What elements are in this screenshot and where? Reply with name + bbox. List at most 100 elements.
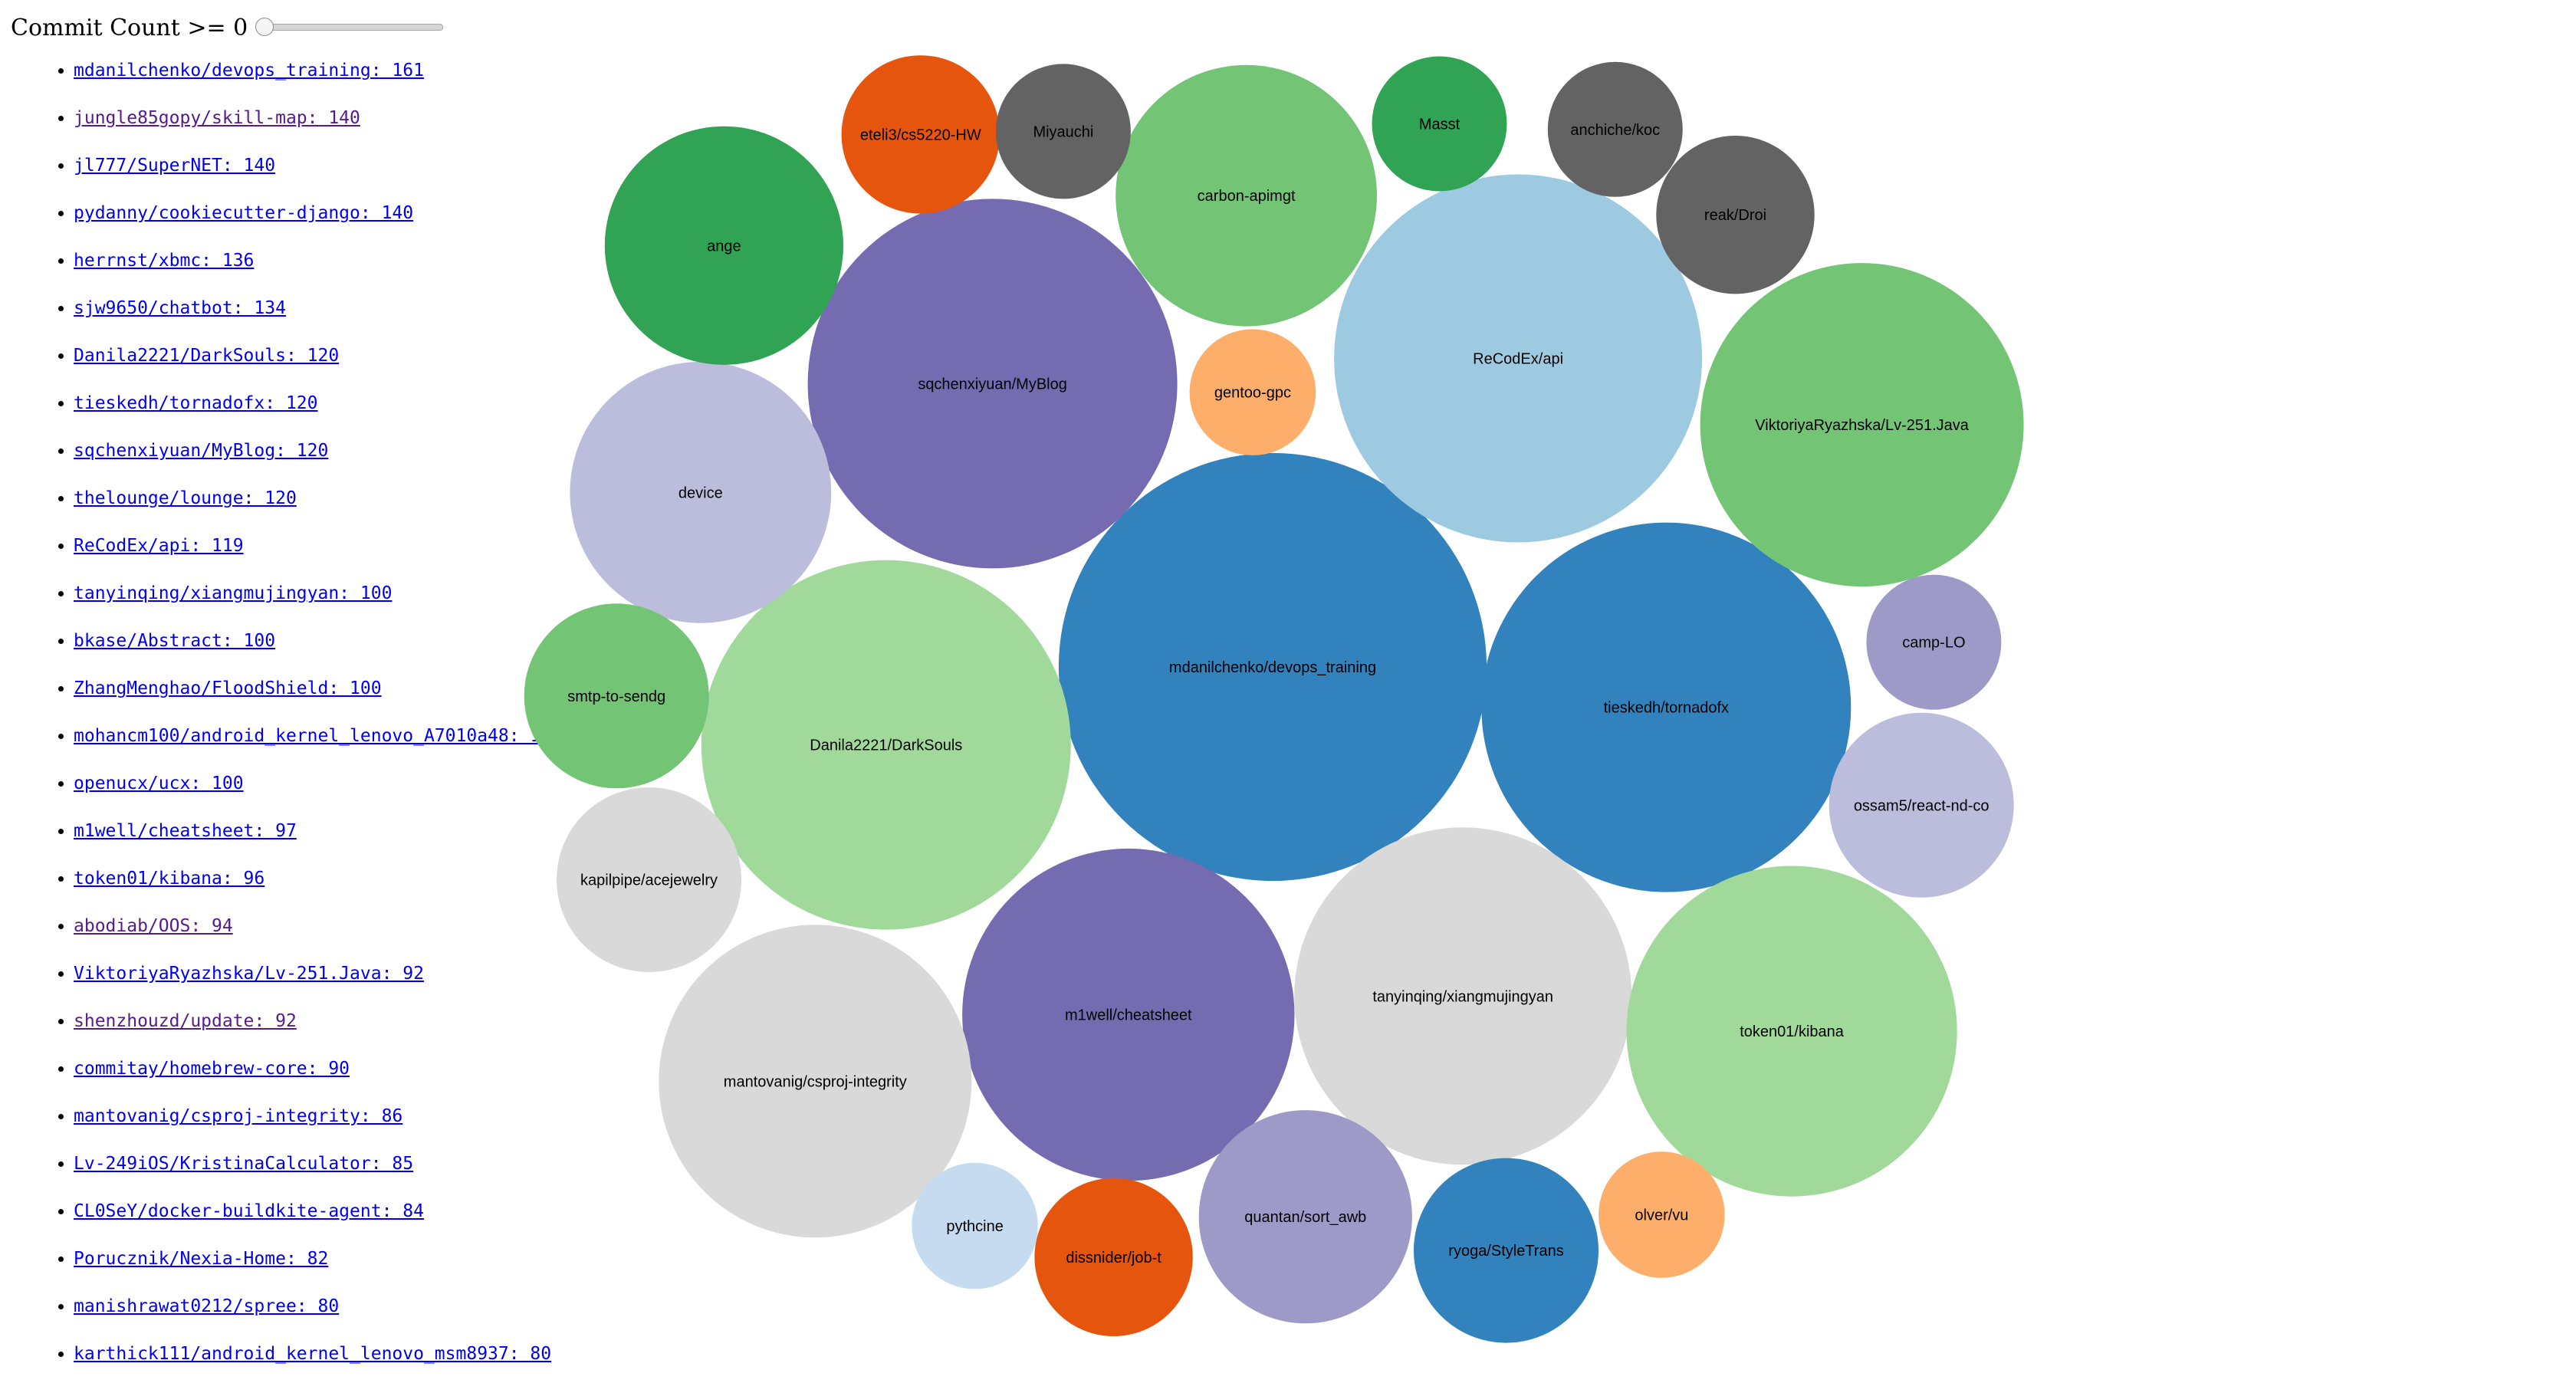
repo-link[interactable]: herrnst/xbmc: 136 <box>74 251 255 271</box>
repo-bubble-circle[interactable] <box>912 1162 1038 1289</box>
repo-bubble[interactable]: dissnider/job-t <box>1034 1178 1193 1337</box>
repo-bubble[interactable]: tanyinqing/xiangmujingyan <box>1294 827 1632 1165</box>
repo-bubble-circle[interactable] <box>1372 56 1507 192</box>
repo-list-item: sqchenxiyuan/MyBlog: 120 <box>74 432 562 480</box>
repo-bubble-circle[interactable] <box>524 603 709 789</box>
repo-link[interactable]: sjw9650/chatbot: 134 <box>74 298 286 318</box>
repo-bubble-circle[interactable] <box>841 55 1000 214</box>
repo-link[interactable]: abodiab/OOS: 94 <box>74 916 233 936</box>
repo-list-item: Porucznik/Nexia-Home: 82 <box>74 1240 562 1288</box>
repo-link[interactable]: ViktoriyaRyazhska/Lv-251.Java: 92 <box>74 964 424 984</box>
repo-bubble[interactable]: tieskedh/tornadofx <box>1481 522 1852 892</box>
repo-bubble-circle[interactable] <box>701 560 1071 930</box>
repo-link[interactable]: jungle85gopy/skill-map: 140 <box>74 108 360 128</box>
repo-bubble-circle[interactable] <box>1334 174 1703 543</box>
repo-bubble-circle[interactable] <box>604 126 843 365</box>
repo-bubble[interactable]: ReCodEx/api <box>1334 174 1703 543</box>
repo-bubble[interactable]: kapilpipe/acejewelry <box>557 787 741 972</box>
repo-bubble-circle[interactable] <box>995 64 1131 199</box>
repo-bubble-circle[interactable] <box>1294 827 1632 1165</box>
repo-bubble[interactable]: token01/kibana <box>1626 866 1957 1197</box>
repo-bubble[interactable]: mdanilchenko/devops_training <box>1058 452 1487 882</box>
repo-bubble-circle[interactable] <box>962 848 1295 1181</box>
repo-bubble-label: ange <box>707 238 741 255</box>
repo-link[interactable]: jl777/SuperNET: 140 <box>74 156 276 176</box>
repo-link[interactable]: mdanilchenko/devops_training: 161 <box>74 61 424 80</box>
repo-bubble-circle[interactable] <box>1547 61 1683 197</box>
repo-bubble[interactable]: olver/vu <box>1598 1151 1725 1278</box>
repo-bubble[interactable]: Danila2221/DarkSouls <box>701 560 1071 930</box>
repo-link[interactable]: bkase/Abstract: 100 <box>74 631 276 651</box>
repo-bubble-label: gentoo-gpc <box>1214 385 1291 402</box>
repo-list-item: commitay/homebrew-core: 90 <box>74 1050 562 1098</box>
repo-bubble-circle[interactable] <box>659 925 972 1238</box>
repo-bubble-label: olver/vu <box>1635 1207 1688 1224</box>
repo-link[interactable]: ZhangMenghao/FloodShield: 100 <box>74 678 382 698</box>
repo-bubble-circle[interactable] <box>570 361 832 623</box>
repo-link[interactable]: Danila2221/DarkSouls: 120 <box>74 346 340 366</box>
repo-bubble-circle[interactable] <box>557 787 741 972</box>
repo-list-item: karthick111/android_kernel_lenovo_msm893… <box>74 1335 562 1383</box>
repo-link[interactable]: mohancm100/android_kernel_lenovo_A7010a4… <box>74 726 562 746</box>
repo-link[interactable]: commitay/homebrew-core: 90 <box>74 1059 350 1079</box>
repo-link[interactable]: thelounge/lounge: 120 <box>74 488 297 508</box>
repo-bubble[interactable]: eteli3/cs5220-HW <box>841 55 1000 214</box>
repo-bubble[interactable]: smtp-to-sendg <box>524 603 709 789</box>
repo-link[interactable]: tieskedh/tornadofx: 120 <box>74 393 318 413</box>
repo-link[interactable]: CL0SeY/docker-buildkite-agent: 84 <box>74 1201 424 1221</box>
repo-link[interactable]: manishrawat0212/spree: 80 <box>74 1296 340 1316</box>
repo-bubble-circle[interactable] <box>1829 712 2014 898</box>
repo-bubble-circle[interactable] <box>1656 136 1815 294</box>
repo-link[interactable]: karthick111/android_kernel_lenovo_msm893… <box>74 1344 552 1364</box>
repo-bubble[interactable]: mantovanig/csproj-integrity <box>659 925 972 1238</box>
repo-link[interactable]: mantovanig/csproj-integrity: 86 <box>74 1106 403 1126</box>
repo-bubble-circle[interactable] <box>1189 329 1316 455</box>
repo-bubble-circle[interactable] <box>1034 1178 1193 1337</box>
repo-list-item: mohancm100/android_kernel_lenovo_A7010a4… <box>74 718 562 765</box>
slider-thumb[interactable] <box>255 18 274 36</box>
repo-bubble-circle[interactable] <box>1058 452 1487 882</box>
repo-link[interactable]: m1well/cheatsheet: 97 <box>74 821 297 841</box>
repo-link[interactable]: sqchenxiyuan/MyBlog: 120 <box>74 441 329 461</box>
repo-list-item: jungle85gopy/skill-map: 140 <box>74 100 562 147</box>
repo-bubble[interactable]: device <box>570 361 832 623</box>
repo-link[interactable]: ReCodEx/api: 119 <box>74 536 244 556</box>
repo-bubble[interactable]: camp-LO <box>1866 574 2002 710</box>
repo-bubble[interactable]: sqchenxiyuan/MyBlog <box>807 199 1178 569</box>
repo-link[interactable]: tanyinqing/xiangmujingyan: 100 <box>74 583 393 603</box>
repo-bubble-circle[interactable] <box>1481 522 1852 892</box>
repo-bubble[interactable]: ange <box>604 126 843 365</box>
repo-bubble-circle[interactable] <box>807 199 1178 569</box>
repo-link[interactable]: Lv-249iOS/KristinaCalculator: 85 <box>74 1154 414 1174</box>
repo-bubble-circle[interactable] <box>1700 263 2024 587</box>
repo-bubble[interactable]: anchiche/koc <box>1547 61 1683 197</box>
repo-link[interactable]: token01/kibana: 96 <box>74 869 265 889</box>
repo-bubble[interactable]: ViktoriyaRyazhska/Lv-251.Java <box>1700 263 2024 587</box>
repo-bubble[interactable]: Miyauchi <box>995 64 1131 199</box>
repo-bubble-label: sqchenxiyuan/MyBlog <box>918 376 1067 393</box>
repo-bubble[interactable]: quantan/sort_awb <box>1198 1110 1412 1324</box>
repo-bubble-circle[interactable] <box>1866 574 2002 710</box>
repo-bubble[interactable]: ossam5/react-nd-co <box>1829 712 2014 898</box>
repo-list-item: ReCodEx/api: 119 <box>74 527 562 575</box>
repo-bubble[interactable]: ryoga/StyleTrans <box>1414 1158 1598 1343</box>
slider-track[interactable] <box>255 24 444 31</box>
repo-bubble[interactable]: m1well/cheatsheet <box>962 848 1295 1181</box>
repo-bubble-circle[interactable] <box>1598 1151 1725 1278</box>
repo-bubble-circle[interactable] <box>1414 1158 1598 1343</box>
repo-link[interactable]: pydanny/cookiecutter-django: 140 <box>74 203 414 223</box>
repo-bubble-circle[interactable] <box>1116 64 1377 327</box>
repo-link[interactable]: shenzhouzd/update: 92 <box>74 1011 297 1031</box>
repo-list-item: ZhangMenghao/FloodShield: 100 <box>74 670 562 718</box>
repo-bubble[interactable]: pythcine <box>912 1162 1038 1289</box>
repo-bubble-circle[interactable] <box>1198 1110 1412 1324</box>
repo-list-item: bkase/Abstract: 100 <box>74 623 562 670</box>
repo-link[interactable]: openucx/ucx: 100 <box>74 774 244 793</box>
repo-bubble[interactable]: Masst <box>1372 56 1507 192</box>
repo-bubble-circle[interactable] <box>1626 866 1957 1197</box>
repo-bubble[interactable]: carbon-apimgt <box>1116 64 1377 327</box>
repo-bubble[interactable]: gentoo-gpc <box>1189 329 1316 455</box>
commit-count-slider[interactable] <box>255 18 444 36</box>
repo-link[interactable]: Porucznik/Nexia-Home: 82 <box>74 1249 329 1269</box>
repo-bubble[interactable]: reak/Droi <box>1656 136 1815 294</box>
